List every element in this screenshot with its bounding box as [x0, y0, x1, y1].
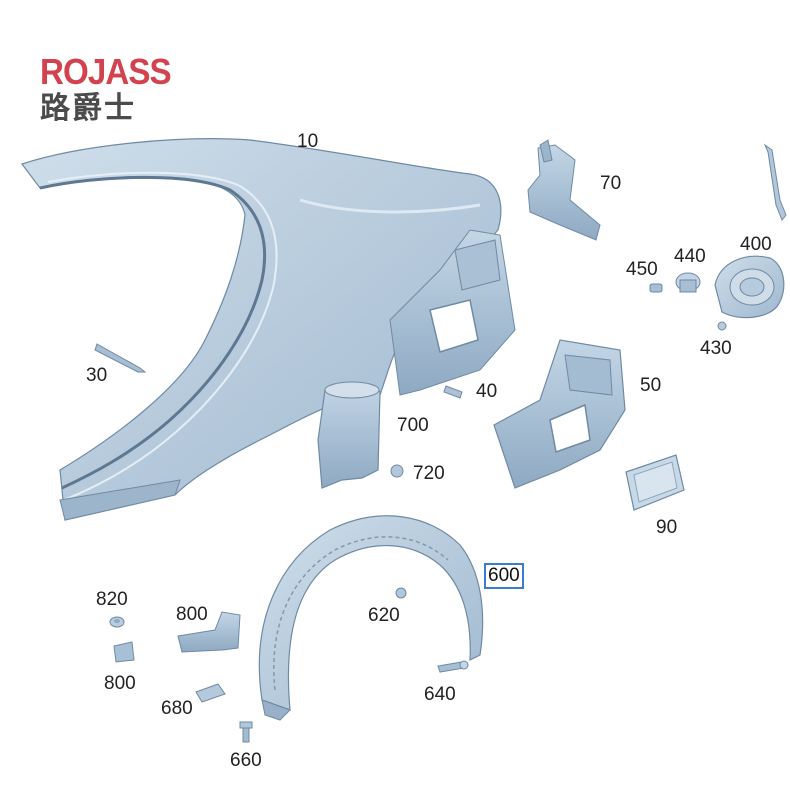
callout-30: 30: [86, 365, 108, 386]
callout-440: 440: [674, 246, 706, 267]
callout-680: 680: [161, 698, 193, 719]
part-800-bracket: [177, 611, 241, 653]
callout-430: 430: [700, 338, 732, 359]
callout-640: 640: [424, 684, 456, 705]
callout-620: 620: [368, 605, 400, 626]
callout-90: 90: [656, 517, 678, 538]
callout-820: 820: [96, 589, 128, 610]
callout-450: 450: [626, 259, 658, 280]
callout-40: 40: [476, 381, 498, 402]
callout-400: 400: [740, 234, 772, 255]
part-620-fastener: [395, 587, 407, 599]
brand-name-cn: 路爵士: [40, 91, 136, 126]
part-40-clip: [443, 385, 463, 399]
callout-70: 70: [600, 173, 622, 194]
part-70-bracket: [527, 139, 601, 241]
part-450-screw: [649, 283, 663, 293]
callout-50: 50: [640, 375, 662, 396]
part-30-trim-strip: [94, 343, 147, 373]
part-820-washer: [109, 616, 125, 628]
part-400-fuel-door-housing: [714, 255, 785, 319]
part-640-push-pin: [437, 660, 469, 673]
part-90-cover-plate: [625, 454, 685, 511]
callout-10: 10: [297, 131, 319, 152]
part-inner-panel: [389, 229, 516, 396]
part-430-nut: [717, 321, 727, 331]
part-50-inner-panel: [493, 339, 626, 489]
callout-720: 720: [413, 463, 445, 484]
part-440-actuator: [675, 272, 701, 293]
part-600-wheel-liner: [258, 515, 484, 721]
callout-600[interactable]: 600: [484, 563, 524, 589]
callout-660: 660: [230, 750, 262, 771]
part-800-block: [113, 641, 135, 663]
brand-name-en: ROJASS: [40, 51, 172, 92]
part-720-grommet: [390, 464, 404, 478]
part-700-reinforcement: [317, 381, 381, 489]
part-660-bolt: [239, 721, 253, 743]
part-10-quarter-panel: [21, 138, 502, 521]
callout-700: 700: [397, 415, 429, 436]
part-release-cable: [763, 143, 787, 221]
brand-logo: ROJASS 路爵士: [40, 54, 182, 126]
part-680-clip: [195, 683, 226, 703]
callout-800-upper: 800: [176, 604, 208, 625]
callout-800-lower: 800: [104, 673, 136, 694]
